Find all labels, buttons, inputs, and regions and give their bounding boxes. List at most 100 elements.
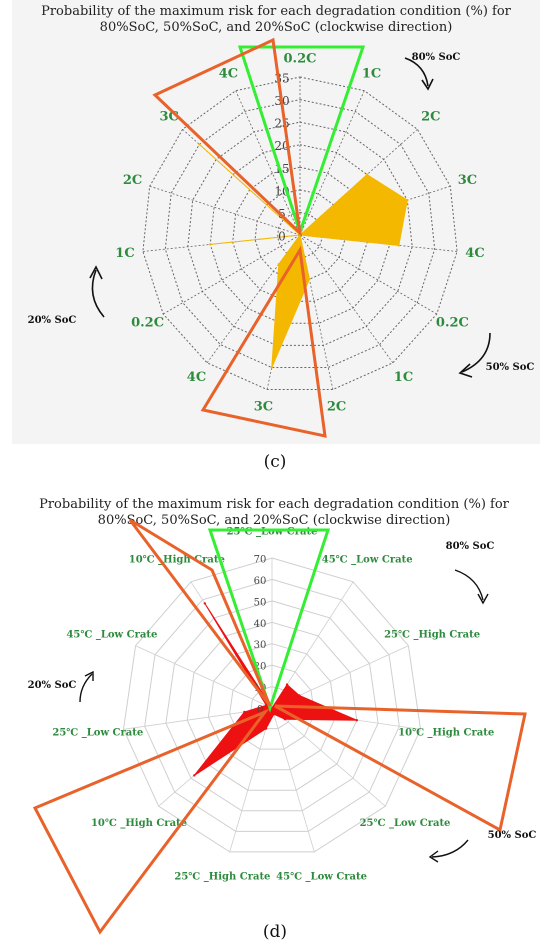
category-label: 45℃ _Low Crate [276,871,367,882]
panel-c-soc-20-label: 20% SoC [28,315,77,326]
r-tick-label: 70 [254,555,267,566]
category-label: 1C [115,246,134,261]
category-label: 45℃ _Low Crate [66,629,157,640]
panel-c-soc-50-arrow [461,332,491,373]
grid-ring [186,621,358,791]
data-point [406,198,409,202]
data-point [365,173,369,176]
grid-ring [187,121,413,346]
grid-spoke [229,707,273,853]
data-point [397,244,400,247]
grid-spoke [271,707,386,807]
panel-d-soc-80-label: 80% SoC [446,541,495,552]
panel-d-soc-50-label: 50% SoC [488,830,537,841]
category-label: 0.2C [436,316,469,331]
category-label: 25℃ _Low Crate [52,728,143,739]
r-tick-label: 40 [254,619,267,630]
category-label: 25℃ _Low Crate [227,527,318,538]
data-point [193,774,196,777]
data-point [270,366,273,369]
panel-c-soc-20-arrowhead [89,265,103,280]
panel-c-soc-80-arrow [404,57,429,87]
data-point [265,704,268,707]
r-tick-label: 10 [254,683,267,694]
highlight-triangle-orange-lower-left [32,708,270,935]
panel-c-soc-50-label: 50% SoC [486,362,535,373]
data-point [285,683,289,686]
category-label: 2C [327,400,346,415]
panel-d-soc-80-arrowhead [477,593,489,605]
r-tick-label: 50 [254,597,267,608]
highlight-triangle-orange-right [274,704,527,833]
category-label: 45℃ _Low Crate [322,554,413,565]
category-label: 1C [394,370,413,385]
grid-ring [207,643,337,771]
data-point [198,143,201,146]
grid-spoke [271,707,315,853]
panel-c-label: (c) [264,452,287,472]
grid-ring [164,99,436,368]
panel-c-radar: 051015202530350.2C1C2C3C4C0.2C1C2C3C4C0.… [115,37,485,438]
category-label: 10℃ _High Crate [398,728,494,739]
data-point [272,713,275,716]
highlight-triangle-orange-upper-left [128,518,272,707]
data-point [298,694,301,697]
data-point [355,719,358,722]
category-label: 0.2C [284,52,317,67]
r-tick-label: 20 [254,662,267,673]
category-label: 10℃ _High Crate [129,554,225,565]
data-point [264,727,268,730]
r-tick-label: 25 [274,117,289,131]
panel-c-soc-80-label: 80% SoC [412,52,461,63]
grid-ring [144,578,400,832]
highlight-triangle-green [207,528,331,713]
r-tick-label: 0 [278,230,286,244]
panel-d-title-line2: 80%SoC, 50%SoC, and 20%SoC (clockwise di… [98,513,451,528]
grid-ring [165,600,379,812]
highlight-triangle-green [237,45,366,237]
panel-d-soc-50-arrowhead [428,850,439,863]
category-label: 10℃ _High Crate [91,818,187,829]
panel-c-soc-20-arrow [91,269,105,318]
panel-c-title-line2: 80%SoC, 50%SoC, and 20%SoC (clockwise di… [100,20,453,35]
grid-ring [122,557,422,853]
data-point [243,710,246,714]
panel-d-soc-50-arrow [431,839,469,858]
panel-d-soc-20-arrowhead [84,670,94,681]
grid-ring [229,664,315,750]
category-label: 25℃ _High Crate [174,871,270,882]
panel-d-soc-80-arrow [454,569,484,601]
data-point [277,263,280,266]
data-point [203,602,206,605]
data-point [283,718,287,721]
category-label: 4C [465,246,484,261]
r-tick-label: 30 [254,640,267,651]
category-label: 0.2C [131,316,164,331]
category-label: 25℃ _High Crate [384,629,480,640]
data-point [209,243,212,246]
highlight-triangle-orange-bottom [200,245,327,438]
panel-d-soc-20-arrow [79,673,93,703]
panel-c-soc-50-arrowhead [458,363,473,378]
category-label: 25℃ _Low Crate [360,818,451,829]
category-label: 3C [254,400,273,415]
panel-d-title-line1: Probability of the maximum risk for each… [39,497,510,512]
r-tick-label: 20 [274,139,289,153]
grid-ring [277,211,323,258]
panel-c-title-line1: Probability of the maximum risk for each… [41,4,512,19]
category-label: 4C [219,67,238,82]
r-tick-label: 60 [254,576,267,587]
highlight-triangle-orange-top [152,37,303,238]
category-label: 3C [159,110,178,125]
panel-c-soc-80-arrowhead [421,78,434,91]
data-point [308,278,311,281]
grid-spoke [135,645,273,709]
panel-d-label: (d) [263,922,287,942]
category-label: 2C [421,110,440,125]
category-label: 2C [123,173,142,188]
panel-d-soc-20-label: 20% SoC [28,680,77,691]
category-label: 1C [362,67,381,82]
category-label: 3C [458,173,477,188]
